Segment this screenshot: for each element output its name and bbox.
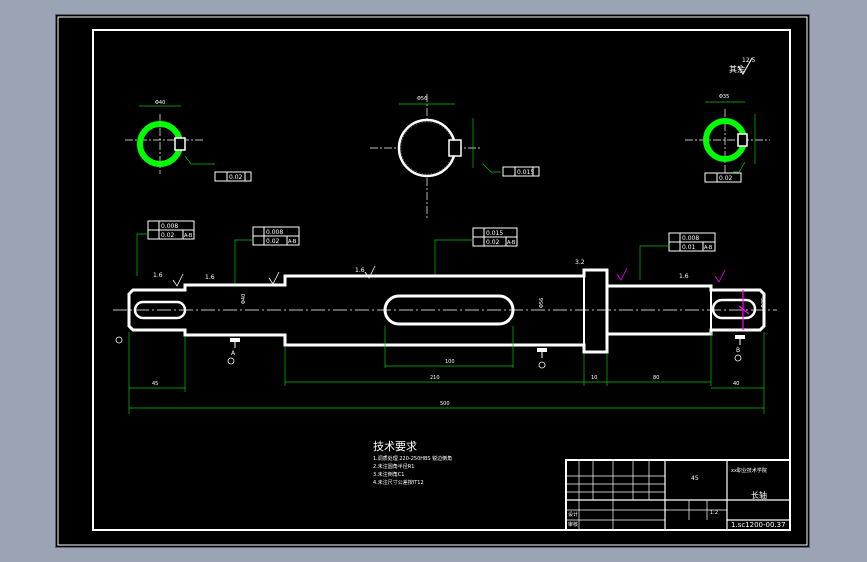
left-frame-datum: A-B [184, 233, 193, 239]
section-view-left: Φ40 0.02 [125, 100, 252, 182]
svg-text:Φ40: Φ40 [241, 294, 247, 304]
finish-value: 12.5 [742, 57, 756, 64]
dim-left-seg: 45 [152, 381, 158, 387]
svg-text:2.未注圆角半径R1: 2.未注圆角半径R1 [373, 463, 414, 470]
right-frame-top: 0.008 [682, 235, 699, 242]
section-view-mid: Φ56 0.015 [370, 94, 540, 219]
tolerance-frame-left: 0.008 0.02 A-B [136, 220, 195, 276]
tb-school: xx职业技术学院 [731, 467, 767, 474]
section-view-right: Φ35 0.02 [685, 94, 770, 183]
finish-label: 其余 [729, 64, 745, 74]
mid-frame-datum: A-B [507, 240, 516, 246]
right-frame-bottom: 0.01 [682, 244, 696, 251]
svg-text:Φ56: Φ56 [417, 96, 427, 102]
svg-text:0.008: 0.008 [266, 229, 283, 236]
mid-frame-bottom: 0.02 [486, 239, 500, 246]
svg-text:1.6: 1.6 [153, 272, 163, 279]
tb-checker: 审核 [568, 521, 578, 528]
right-section-tolerance: 0.02 [719, 175, 733, 182]
dim-collar: 10 [591, 375, 597, 381]
tb-designer: 设计 [568, 511, 578, 518]
inner-frame [92, 29, 791, 531]
drawing-viewport[interactable]: 其余 12.5 Φ40 0.02 [55, 14, 810, 548]
shaft-main-view: Φ40 Φ56 Φ35 [113, 268, 777, 354]
svg-text:3.未注倒角C1: 3.未注倒角C1 [373, 471, 404, 478]
tolerance-frame-right: 0.008 0.01 A-B [639, 232, 716, 280]
svg-text:A-B: A-B [288, 239, 297, 245]
title-block: 45 xx职业技术学院 长轴 1.sc1200-00.37 1:2 设计 审核 [565, 459, 791, 531]
svg-text:Φ56: Φ56 [539, 298, 545, 308]
svg-text:1.6: 1.6 [679, 273, 689, 280]
svg-text:1.6: 1.6 [355, 267, 365, 274]
left-frame-top: 0.008 [161, 223, 178, 230]
svg-text:1.调质处理 220-250HBS 锐边倒角: 1.调质处理 220-250HBS 锐边倒角 [373, 455, 452, 462]
datum-symbols: A B [115, 335, 745, 369]
dim-total: 500 [440, 401, 450, 407]
tech-req-title: 技术要求 [373, 440, 417, 453]
dimension-lines: 45 100 210 10 80 40 500 [128, 326, 765, 414]
svg-text:Φ40: Φ40 [155, 100, 165, 106]
tb-part-name: 长轴 [751, 490, 767, 500]
svg-text:Φ35: Φ35 [761, 298, 767, 308]
right-frame-datum: A-B [704, 245, 713, 251]
datum-a: A [231, 350, 236, 357]
surface-finish-note: 其余 12.5 [729, 57, 756, 75]
dim-right-seg: 80 [653, 375, 659, 381]
svg-text:Φ35: Φ35 [719, 94, 729, 100]
svg-text:3.2: 3.2 [575, 259, 585, 266]
datum-b: B [736, 347, 740, 354]
dim-right-end: 40 [733, 381, 739, 387]
tb-drawing-no: 1.sc1200-00.37 [731, 521, 786, 529]
left-section-tolerance: 0.02 [229, 174, 243, 181]
svg-text:0.02: 0.02 [266, 238, 280, 245]
mid-frame-top: 0.015 [486, 230, 503, 237]
mid-section-tolerance: 0.015 [517, 169, 534, 176]
outer-frame [57, 16, 808, 546]
left-frame-bottom: 0.02 [161, 232, 175, 239]
tolerance-frame-mid: 0.015 0.02 A-B [434, 227, 518, 276]
tb-material: 45 [691, 475, 699, 482]
drawing-canvas[interactable]: 其余 12.5 Φ40 0.02 [55, 14, 810, 548]
svg-text:1.6: 1.6 [205, 274, 215, 281]
dim-mid-seg: 210 [430, 375, 440, 381]
svg-text:4.未注尺寸公差按IT12: 4.未注尺寸公差按IT12 [373, 479, 424, 486]
technical-requirements: 技术要求 1.调质处理 220-250HBS 锐边倒角 2.未注圆角半径R1 3… [373, 440, 452, 486]
surface-marks: 1.6 1.6 1.6 3.2 1.6 [153, 259, 726, 287]
tb-scale: 1:2 [710, 510, 718, 516]
dim-key-len: 100 [445, 359, 455, 365]
tolerance-frame-2: 0.008 0.02 A-B [234, 226, 300, 284]
